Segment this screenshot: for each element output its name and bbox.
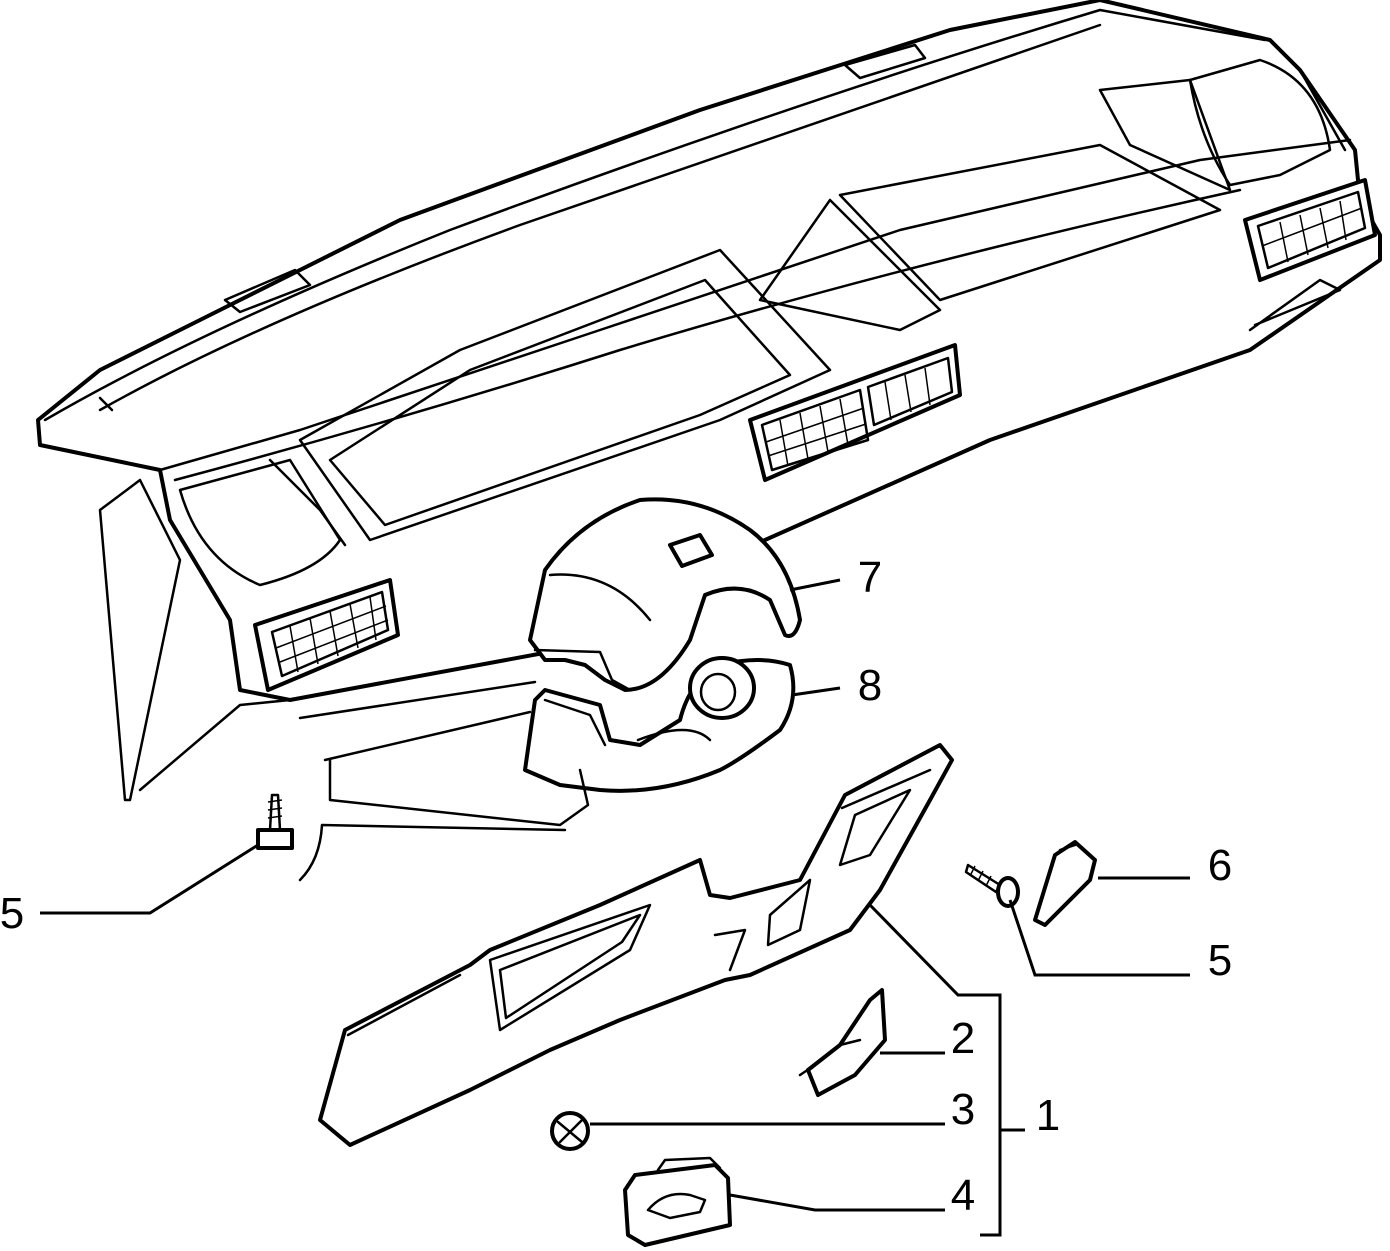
leader-5-left — [40, 843, 259, 915]
screw-left — [256, 793, 294, 850]
leader-7 — [789, 578, 841, 592]
callout-7: 7 — [858, 553, 882, 602]
callout-3: 3 — [951, 1085, 975, 1134]
dashboard-panel — [36, 0, 1382, 802]
upper-steering-column-shroud — [528, 497, 802, 692]
callout-1: 1 — [1036, 1091, 1060, 1140]
cover-cap — [1033, 840, 1097, 927]
leader-lines — [40, 578, 1190, 1237]
callout-5-left: 5 — [0, 889, 24, 938]
callout-2: 2 — [951, 1014, 975, 1063]
column-bracket — [298, 680, 590, 882]
clip-part — [798, 988, 887, 1097]
callout-labels: 7 8 5 6 5 2 1 3 4 — [0, 553, 1232, 1220]
callout-4: 4 — [951, 1171, 975, 1220]
callout-5-right: 5 — [1208, 936, 1232, 985]
leader-8 — [791, 686, 841, 697]
leader-1-bracket — [868, 903, 1025, 1237]
lower-dash-trim-panel — [318, 743, 954, 1147]
callout-6: 6 — [1208, 841, 1232, 890]
hood-release-switch — [623, 1156, 732, 1247]
screw-right — [964, 863, 1020, 908]
leader-4 — [729, 1193, 945, 1212]
leader-5-right — [1008, 899, 1190, 977]
spring-nut — [550, 1111, 590, 1151]
callout-8: 8 — [858, 661, 882, 710]
